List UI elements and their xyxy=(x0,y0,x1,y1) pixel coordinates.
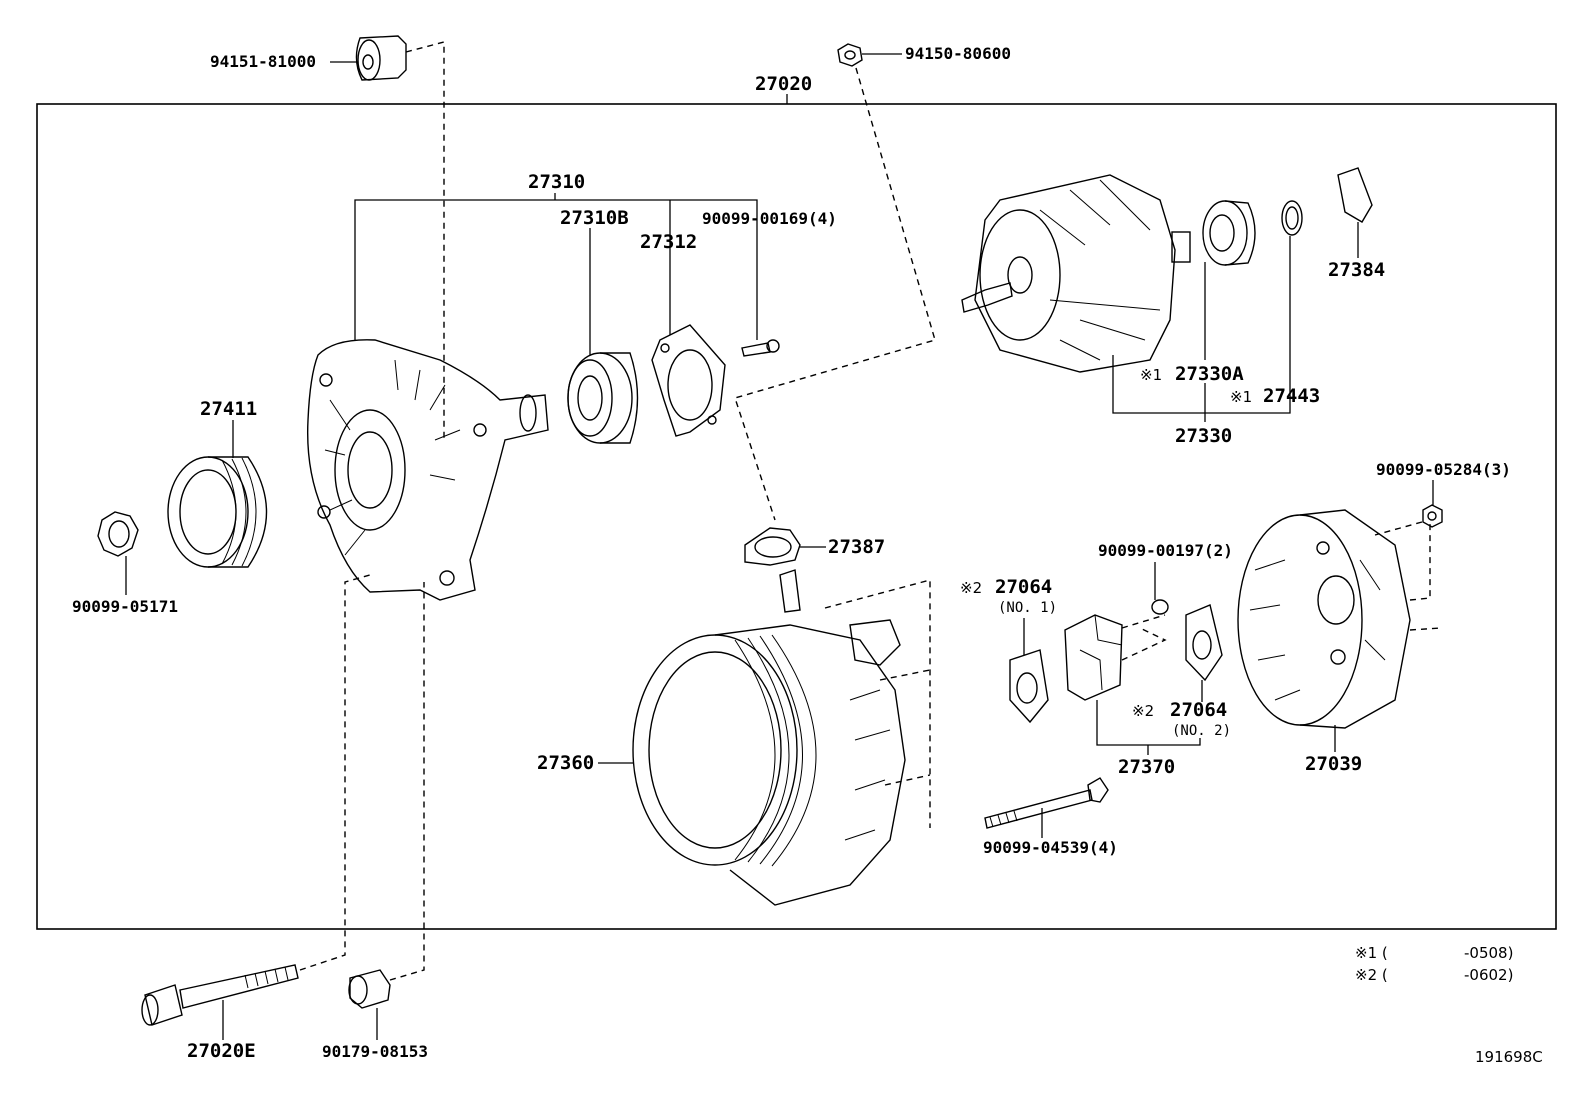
label-27020E: 27020E xyxy=(187,1040,256,1062)
label-27330: 27330 xyxy=(1175,425,1232,447)
note-1-mark: ※1 ( xyxy=(1355,944,1388,962)
screw-90099-00169-part xyxy=(741,339,780,357)
bushing-94151-part xyxy=(355,35,407,81)
gasket-27064-no2-part xyxy=(1185,604,1223,682)
rear-cover-27039-part xyxy=(1237,509,1411,729)
mark-27064-no1: ※2 xyxy=(960,579,982,597)
label-27387: 27387 xyxy=(828,536,885,558)
label-94151-81000: 94151-81000 xyxy=(210,52,316,71)
regulator-27370-part xyxy=(1064,614,1123,701)
label-90099-05171: 90099-05171 xyxy=(72,597,178,616)
drive-end-frame-part xyxy=(306,339,549,601)
label-27384: 27384 xyxy=(1328,259,1385,281)
collar-90179-08153-part xyxy=(348,969,391,1009)
note-2-value: -0602) xyxy=(1464,966,1513,984)
label-90099-00169: 90099-00169(4) xyxy=(702,209,837,228)
label-27064-no1: 27064 xyxy=(995,576,1052,598)
bolt-90099-04539-part xyxy=(984,777,1109,829)
stator-housing-27360-part xyxy=(632,569,906,906)
label-90099-05284: 90099-05284(3) xyxy=(1376,460,1511,479)
screw-90099-00197-part xyxy=(1151,599,1169,615)
note-1-value: -0508) xyxy=(1464,944,1513,962)
cover-27384-part xyxy=(1337,167,1373,223)
label-27330A: 27330A xyxy=(1175,363,1244,385)
mark-27330A: ※1 xyxy=(1140,366,1162,384)
note-2-mark: ※2 ( xyxy=(1355,966,1388,984)
label-94150-80600: 94150-80600 xyxy=(905,44,1011,63)
label-27312: 27312 xyxy=(640,231,697,253)
bearing-27330A-part xyxy=(1202,200,1256,266)
sub-27064-no2: (NO. 2) xyxy=(1172,723,1231,739)
label-90179-08153: 90179-08153 xyxy=(322,1042,428,1061)
label-27039: 27039 xyxy=(1305,753,1362,775)
label-27443: 27443 xyxy=(1263,385,1320,407)
gasket-27064-no1-part xyxy=(1009,649,1049,724)
label-27310: 27310 xyxy=(528,171,585,193)
label-90099-00197: 90099-00197(2) xyxy=(1098,541,1233,560)
mark-27443: ※1 xyxy=(1230,388,1252,406)
ring-27443-part xyxy=(1281,200,1303,236)
sub-27064-no1: (NO. 1) xyxy=(998,600,1057,616)
label-27310B: 27310B xyxy=(560,207,629,229)
label-27411: 27411 xyxy=(200,398,257,420)
retainer-plate-27312-part xyxy=(651,324,726,437)
nut-90099-05284-part xyxy=(1422,504,1443,528)
bearing-27310B-part xyxy=(567,352,639,444)
nut-94150-part xyxy=(837,43,863,67)
mark-27064-no2: ※2 xyxy=(1132,702,1154,720)
nut-90099-05171-part xyxy=(97,511,139,557)
label-27360: 27360 xyxy=(537,752,594,774)
diagram-id: 191698C xyxy=(1475,1048,1543,1066)
rotor-27330-part xyxy=(961,174,1191,373)
label-90099-04539: 90099-04539(4) xyxy=(983,838,1118,857)
assembly-frame xyxy=(36,103,1557,930)
pulley-27411-part xyxy=(167,456,268,568)
label-27370: 27370 xyxy=(1118,756,1175,778)
label-27020: 27020 xyxy=(755,73,812,95)
bolt-27020E-part xyxy=(141,964,299,1026)
insulator-27387-part xyxy=(744,527,801,566)
label-27064-no2: 27064 xyxy=(1170,699,1227,721)
